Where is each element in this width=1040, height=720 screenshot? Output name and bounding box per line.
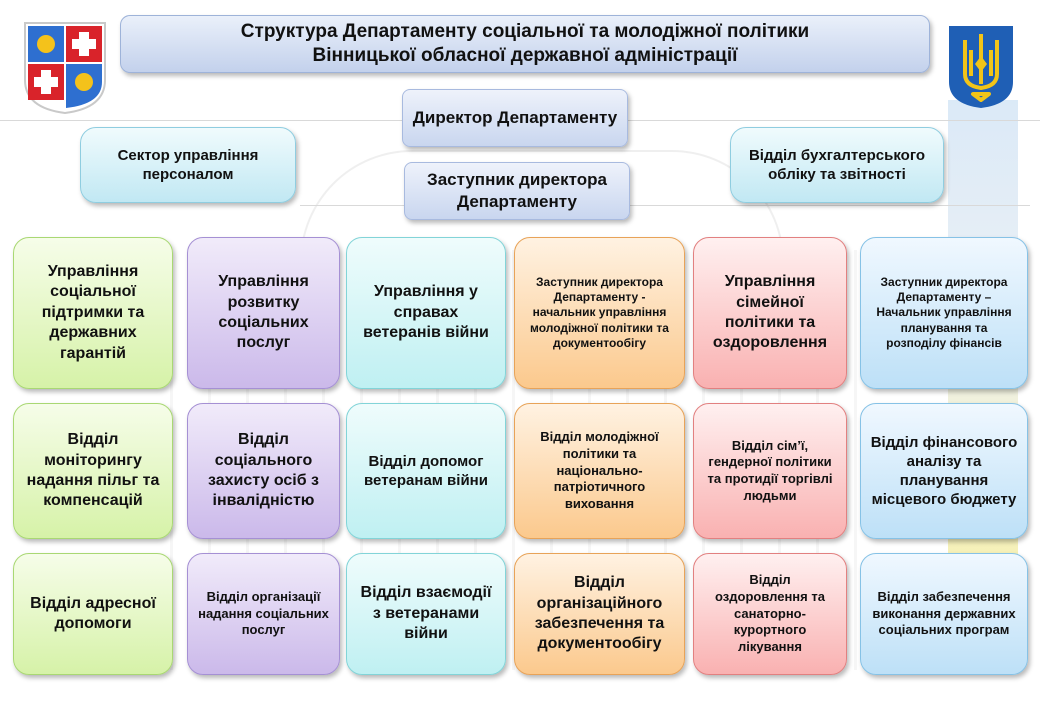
vinnytsia-coat-of-arms-icon [24,22,106,115]
page-title-line-2: Вінницької обласної державної адміністра… [312,45,738,66]
page-title: Структура Департаменту соціальної та мол… [120,15,930,73]
disability-protection-department-box: Відділ соціального захисту осіб з інвалі… [187,403,340,539]
service-organization-department-box: Відділ організації надання соціальних по… [187,553,340,675]
state-programs-department-box: Відділ забезпечення виконання державних … [860,553,1028,675]
financial-analysis-department-box: Відділ фінансового аналізу та планування… [860,403,1028,539]
veteran-aid-department-box: Відділ допомог ветеранам війни [346,403,506,539]
benefits-monitoring-department-box: Відділ моніторингу надання пільг та комп… [13,403,173,539]
veterans-directorate-box: Управління у справах ветеранів війни [346,237,506,389]
accounting-department-box: Відділ бухгалтерського обліку та звітнос… [730,127,944,203]
deputy-director-box: Заступник директора Департаменту [404,162,630,220]
background-line [300,205,1030,206]
ukraine-trident-icon [949,26,1013,108]
health-resort-department-box: Відділ оздоровлення та санаторно-курортн… [693,553,847,675]
personnel-sector-box: Сектор управління персоналом [80,127,296,203]
targeted-aid-department-box: Відділ адресної допомоги [13,553,173,675]
family-policy-directorate-box: Управління сімейної політики та оздоровл… [693,237,847,389]
page-title-line-1: Структура Департаменту соціальної та мол… [240,20,810,42]
organizational-support-department-box: Відділ організаційного забезпечення та д… [514,553,685,675]
youth-policy-deputy-box: Заступник директора Департаменту - начал… [514,237,685,389]
family-gender-department-box: Відділ сім’ї, гендерної політики та прот… [693,403,847,539]
youth-patriotic-department-box: Відділ молодіжної політики та національн… [514,403,685,539]
social-support-directorate-box: Управління соціальної підтримки та держа… [13,237,173,389]
veteran-interaction-department-box: Відділ взаємодії з ветеранами війни [346,553,506,675]
finance-planning-deputy-box: Заступник директора Департаменту – Начал… [860,237,1028,389]
director-box: Директор Департаменту [402,89,628,147]
social-services-directorate-box: Управління розвитку соціальних послуг [187,237,340,389]
